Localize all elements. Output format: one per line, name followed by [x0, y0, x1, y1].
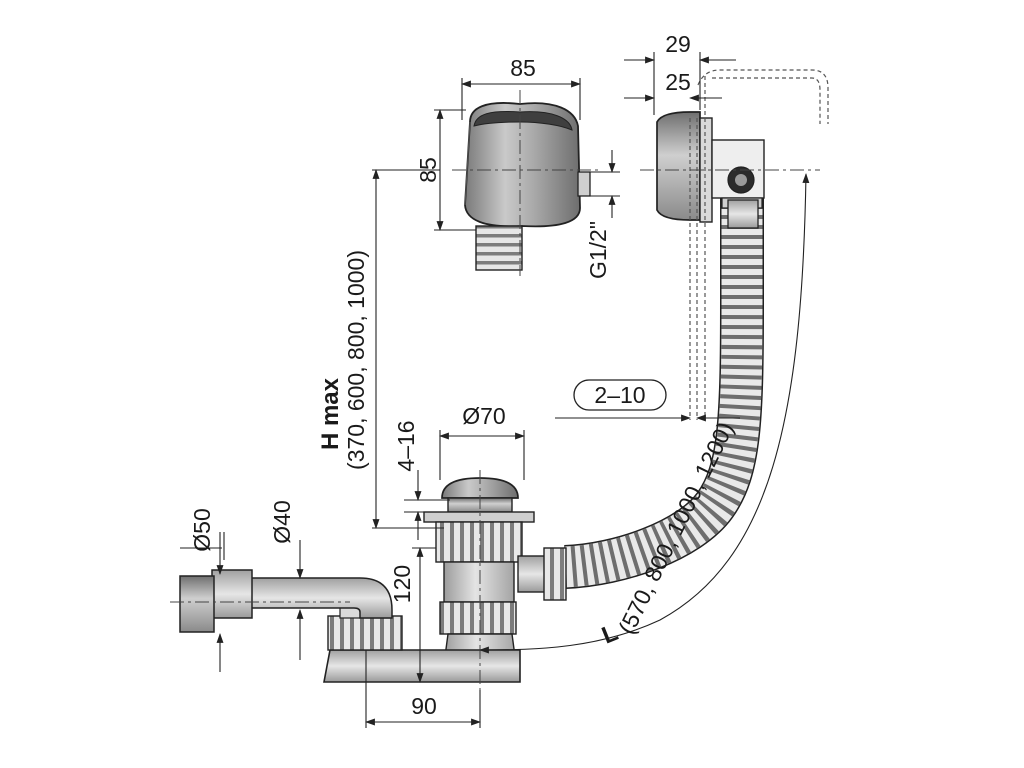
- dim-h-max-label: H max: [317, 377, 344, 450]
- dim-wall-thickness: 2–10: [594, 382, 645, 408]
- dim-outlet-diameter-inner: Ø40: [269, 500, 295, 543]
- dim-plate-depth-outer: 29: [665, 31, 691, 57]
- dim-plug-diameter: Ø70: [462, 403, 505, 429]
- overflow-cover-front: [464, 102, 591, 271]
- dim-trap-height: 120: [389, 565, 415, 603]
- hose-connector: [517, 547, 567, 601]
- dim-h-max-values: (370, 600, 800, 1000): [343, 250, 369, 470]
- dim-overflow-width: 85: [510, 55, 536, 81]
- dim-overflow-height: 85: [415, 157, 441, 183]
- dim-trap-width: 90: [411, 693, 437, 719]
- outlet-pipe: [179, 569, 393, 633]
- dim-plate-depth-inner: 25: [665, 69, 691, 95]
- bath-rim-outline: [697, 69, 829, 124]
- dim-outlet-diameter-outer: Ø50: [189, 508, 215, 551]
- dim-plug-gap: 4–16: [393, 420, 419, 471]
- dim-thread: G1/2": [585, 221, 611, 279]
